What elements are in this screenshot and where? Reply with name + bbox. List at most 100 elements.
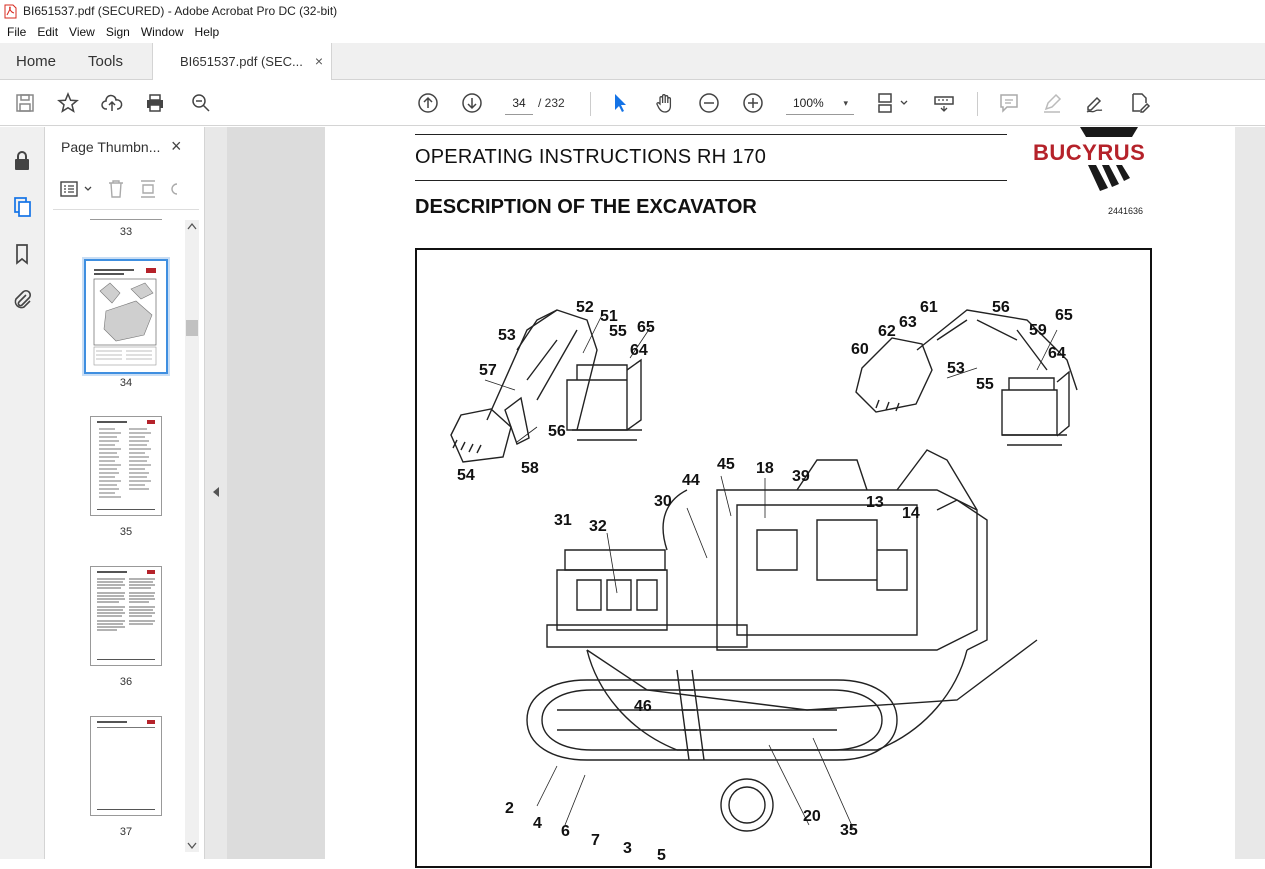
callout-label: 62 [878,323,896,340]
upload-cloud-icon[interactable] [100,91,124,115]
comment-icon[interactable] [997,91,1021,115]
menu-edit[interactable]: Edit [37,25,59,39]
rotate-page-icon[interactable] [137,178,159,200]
callout-label: 20 [803,808,821,825]
callout-label: 46 [634,698,652,715]
leader-lines [484,312,1058,829]
keyboard-read-icon[interactable] [932,91,956,115]
callout-label: 63 [899,314,917,331]
scrollbar-thumb[interactable] [186,320,198,336]
attachment-paperclip-icon[interactable] [10,288,34,312]
menu-window[interactable]: Window [140,25,184,39]
thumbnail-page-37[interactable] [90,716,162,816]
menu-file[interactable]: File [7,25,27,39]
callout-label: 57 [479,362,497,379]
thumbnail-preview [97,570,155,660]
thumbnail-page-36[interactable] [90,566,162,666]
scroll-up-icon[interactable] [187,222,197,230]
callout-label: 35 [840,822,858,839]
backhoe-attachment-drawing [855,309,1078,446]
callout-label: 59 [1029,322,1047,339]
page-number-input[interactable]: 34 [505,91,533,115]
callout-label: 65 [637,319,655,336]
bookmark-star-icon[interactable] [56,91,80,115]
tab-bar: Home Tools BI651537.pdf (SEC... × [0,43,1265,80]
menu-view[interactable]: View [69,25,95,39]
menu-bar: File Edit View Sign Window Help [0,22,1265,42]
collapse-left-icon[interactable] [212,487,220,497]
toolbar-divider [590,92,591,116]
callout-label: 54 [457,467,475,484]
zoom-level-value: 100% [793,96,824,110]
callout-label: 30 [654,493,672,510]
select-cursor-icon[interactable] [608,91,632,115]
document-header-title: OPERATING INSTRUCTIONS RH 170 [415,146,767,168]
menu-help[interactable]: Help [194,25,220,39]
print-icon[interactable] [143,91,167,115]
page-total: / 232 [538,96,565,110]
bucyrus-logo-emblem [1080,127,1138,191]
callout-label: 2 [505,800,514,817]
callout-label: 61 [920,299,938,316]
thumbnail-page-33-bottom [90,219,162,220]
zoom-search-icon[interactable] [189,91,213,115]
highlight-pen-icon[interactable] [1040,91,1064,115]
close-tab-icon[interactable]: × [314,53,323,69]
next-page-icon[interactable] [460,91,484,115]
window-title: BI651537.pdf (SECURED) - Adobe Acrobat P… [23,4,338,18]
callout-label: 13 [866,494,884,511]
hand-tool-icon[interactable] [653,91,677,115]
excavator-main-drawing [526,449,1038,832]
callout-label: 52 [576,299,594,316]
callout-label: 56 [548,423,566,440]
thumbnail-page-35[interactable] [90,416,162,516]
page-thumbnails-icon[interactable] [10,195,34,219]
page-fit-icon[interactable] [876,91,912,115]
thumbnail-page-34[interactable] [84,259,168,374]
left-navigation-rail [0,127,45,859]
zoom-level-select[interactable]: 100% ▾ [786,91,854,115]
callout-label: 55 [976,376,994,393]
tab-tools[interactable]: Tools [88,53,124,70]
callout-label: 45 [717,456,735,473]
thumbnail-label-33: 33 [119,226,133,238]
lock-icon[interactable] [10,149,34,173]
callout-label: 56 [992,299,1010,316]
edit-pdf-icon[interactable] [1128,91,1152,115]
close-panel-icon[interactable]: × [171,136,182,156]
document-scrollbar[interactable] [1235,127,1265,859]
thumbnail-preview [92,267,160,367]
tab-document-label: BI651537.pdf (SEC... [180,54,303,69]
bucyrus-logo: BUCYRUS [1033,140,1146,165]
zoom-out-icon[interactable] [697,91,721,115]
bookmarks-icon[interactable] [10,242,34,266]
callout-label: 31 [554,512,572,529]
callout-label: 65 [1055,307,1073,324]
collapse-panel-handle[interactable] [205,127,227,859]
tab-document[interactable]: BI651537.pdf (SEC... × [152,43,332,80]
previous-page-icon[interactable] [416,91,440,115]
panel-toolbar [59,177,179,201]
more-page-tools-icon[interactable] [169,178,179,200]
callout-label: 55 [609,323,627,340]
thumbnail-scrollbar[interactable] [185,220,199,852]
callout-label: 44 [682,472,700,489]
thumbnail-label-36: 36 [119,676,133,688]
window-title-bar: BI651537.pdf (SECURED) - Adobe Acrobat P… [0,0,1265,22]
tab-home[interactable]: Home [16,53,57,70]
sign-icon[interactable] [1083,91,1107,115]
zoom-in-icon[interactable] [741,91,765,115]
delete-page-icon[interactable] [105,178,127,200]
excavator-figure [415,248,1152,868]
callout-label: 3 [623,840,632,857]
header-rule-top [415,134,1007,135]
callout-label: 64 [1048,345,1066,362]
menu-sign[interactable]: Sign [105,25,130,39]
thumbnail-label-35: 35 [119,526,133,538]
thumbnail-options-icon[interactable] [59,179,95,199]
callout-label: 64 [630,342,648,359]
callout-label: 60 [851,341,869,358]
toolbar-divider [977,92,978,116]
scroll-down-icon[interactable] [187,842,197,850]
save-icon[interactable] [13,91,37,115]
